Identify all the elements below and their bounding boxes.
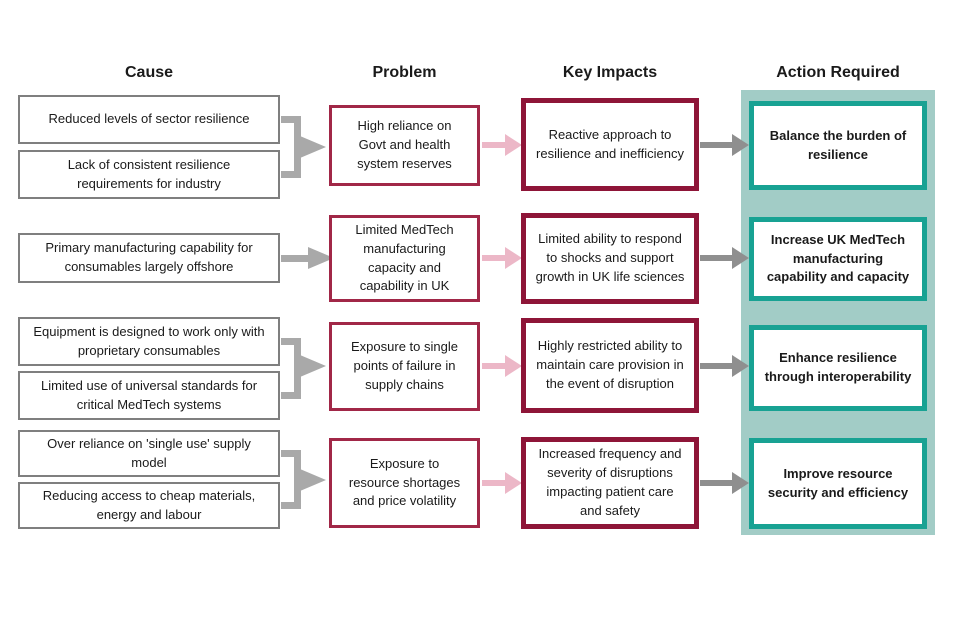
impact-box: Highly restricted ability to maintain ca… <box>521 318 699 413</box>
column-header-action-required: Action Required <box>776 64 900 81</box>
column-header-problem: Problem <box>372 64 437 81</box>
action-box: Increase UK MedTech manufacturing capabi… <box>749 217 927 301</box>
cause-box: Reducing access to cheap materials, ener… <box>18 482 280 529</box>
column-header-key-impacts: Key Impacts <box>562 64 658 81</box>
column-header-cause: Cause <box>124 64 174 81</box>
cause-box: Equipment is designed to work only with … <box>18 317 280 366</box>
cause-box: Primary manufacturing capability for con… <box>18 233 280 283</box>
cause-box: Over reliance on 'single use' supply mod… <box>18 430 280 477</box>
cause-box: Reduced levels of sector resilience <box>18 95 280 144</box>
problem-box: Exposure to single points of failure in … <box>329 322 480 411</box>
action-box: Balance the burden of resilience <box>749 101 927 190</box>
cause-box: Lack of consistent resilience requiremen… <box>18 150 280 199</box>
action-box: Improve resource security and efficiency <box>749 438 927 529</box>
problem-box: Limited MedTech manufacturing capacity a… <box>329 215 480 302</box>
problem-box: Exposure to resource shortages and price… <box>329 438 480 528</box>
cause-box: Limited use of universal standards for c… <box>18 371 280 420</box>
action-box: Enhance resilience through interoperabil… <box>749 325 927 411</box>
problem-box: High reliance on Govt and health system … <box>329 105 480 186</box>
impact-box: Reactive approach to resilience and inef… <box>521 98 699 191</box>
impact-box: Increased frequency and severity of disr… <box>521 437 699 529</box>
impact-box: Limited ability to respond to shocks and… <box>521 213 699 304</box>
